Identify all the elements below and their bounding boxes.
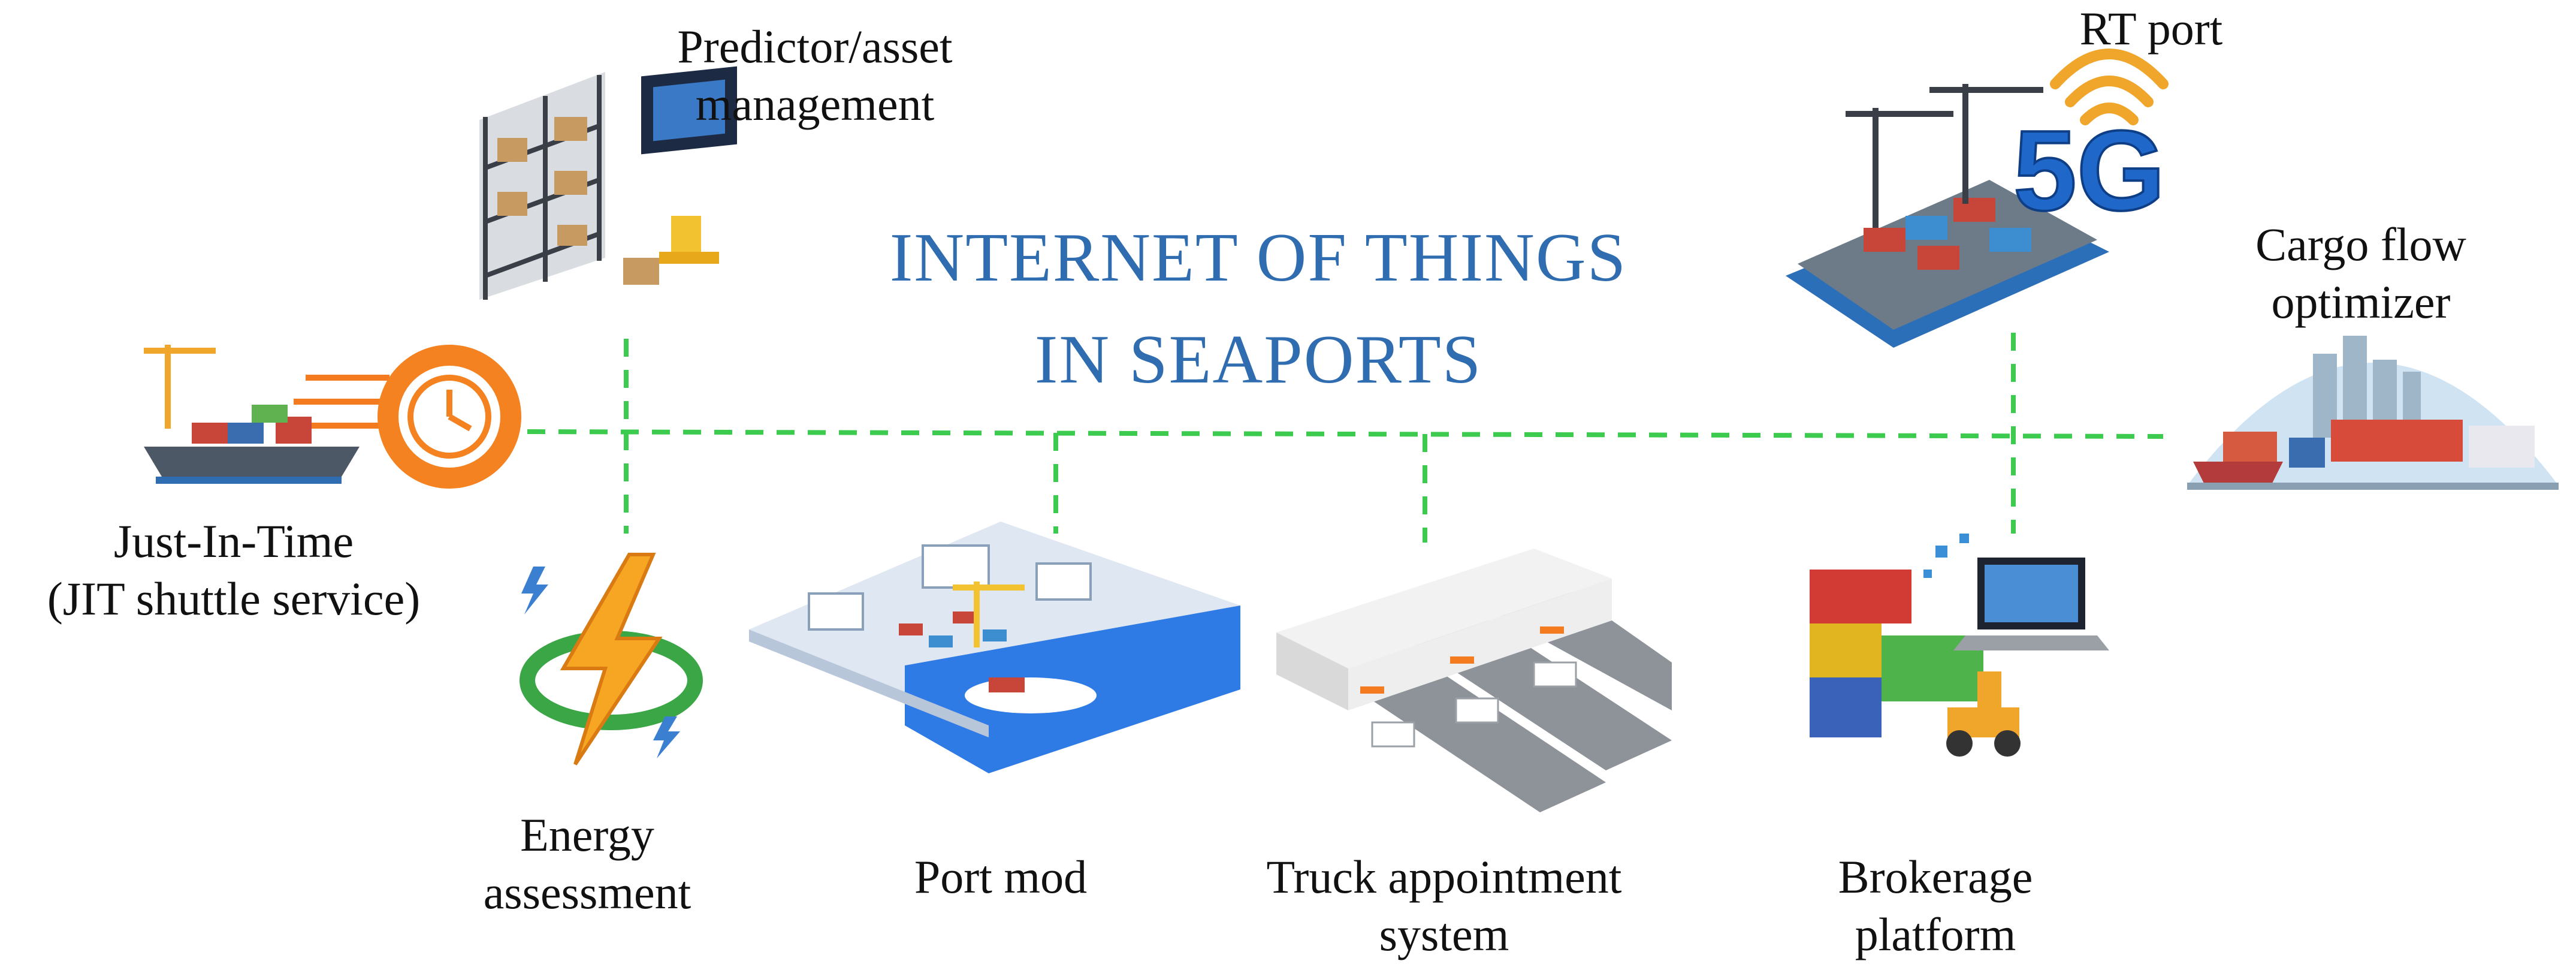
- diagram-title: INTERNET OF THINGS IN SEAPORTS: [889, 219, 1627, 398]
- label-rt-port: RT port: [2079, 2, 2223, 55]
- label-jit: Just-In-Time (JIT shuttle service): [47, 515, 421, 625]
- energy-bolt-icon: [520, 553, 703, 766]
- horizontal-bus-line: [527, 429, 2164, 439]
- label-energy: Energy assessment: [483, 809, 691, 918]
- label-predictor: Predictor/asset management: [677, 20, 953, 130]
- cargo-flow-icon: [2187, 336, 2559, 490]
- jit-ship-clock-icon: [144, 345, 521, 489]
- five-g-text: 5G: [2013, 107, 2165, 234]
- label-brokerage: Brokerage platform: [1838, 851, 2033, 960]
- truck-gate-icon: [1276, 549, 1672, 812]
- port-mod-icon: [749, 522, 1240, 773]
- label-cargo-flow: Cargo flow optimizer: [2255, 218, 2466, 328]
- label-port-mod: Port mod: [914, 851, 1088, 903]
- label-truck: Truck appointment system: [1266, 851, 1622, 960]
- brokerage-containers-icon: [1810, 534, 2109, 757]
- warehouse-icon: [479, 66, 737, 300]
- port-5g-icon: 5G: [1786, 49, 2169, 348]
